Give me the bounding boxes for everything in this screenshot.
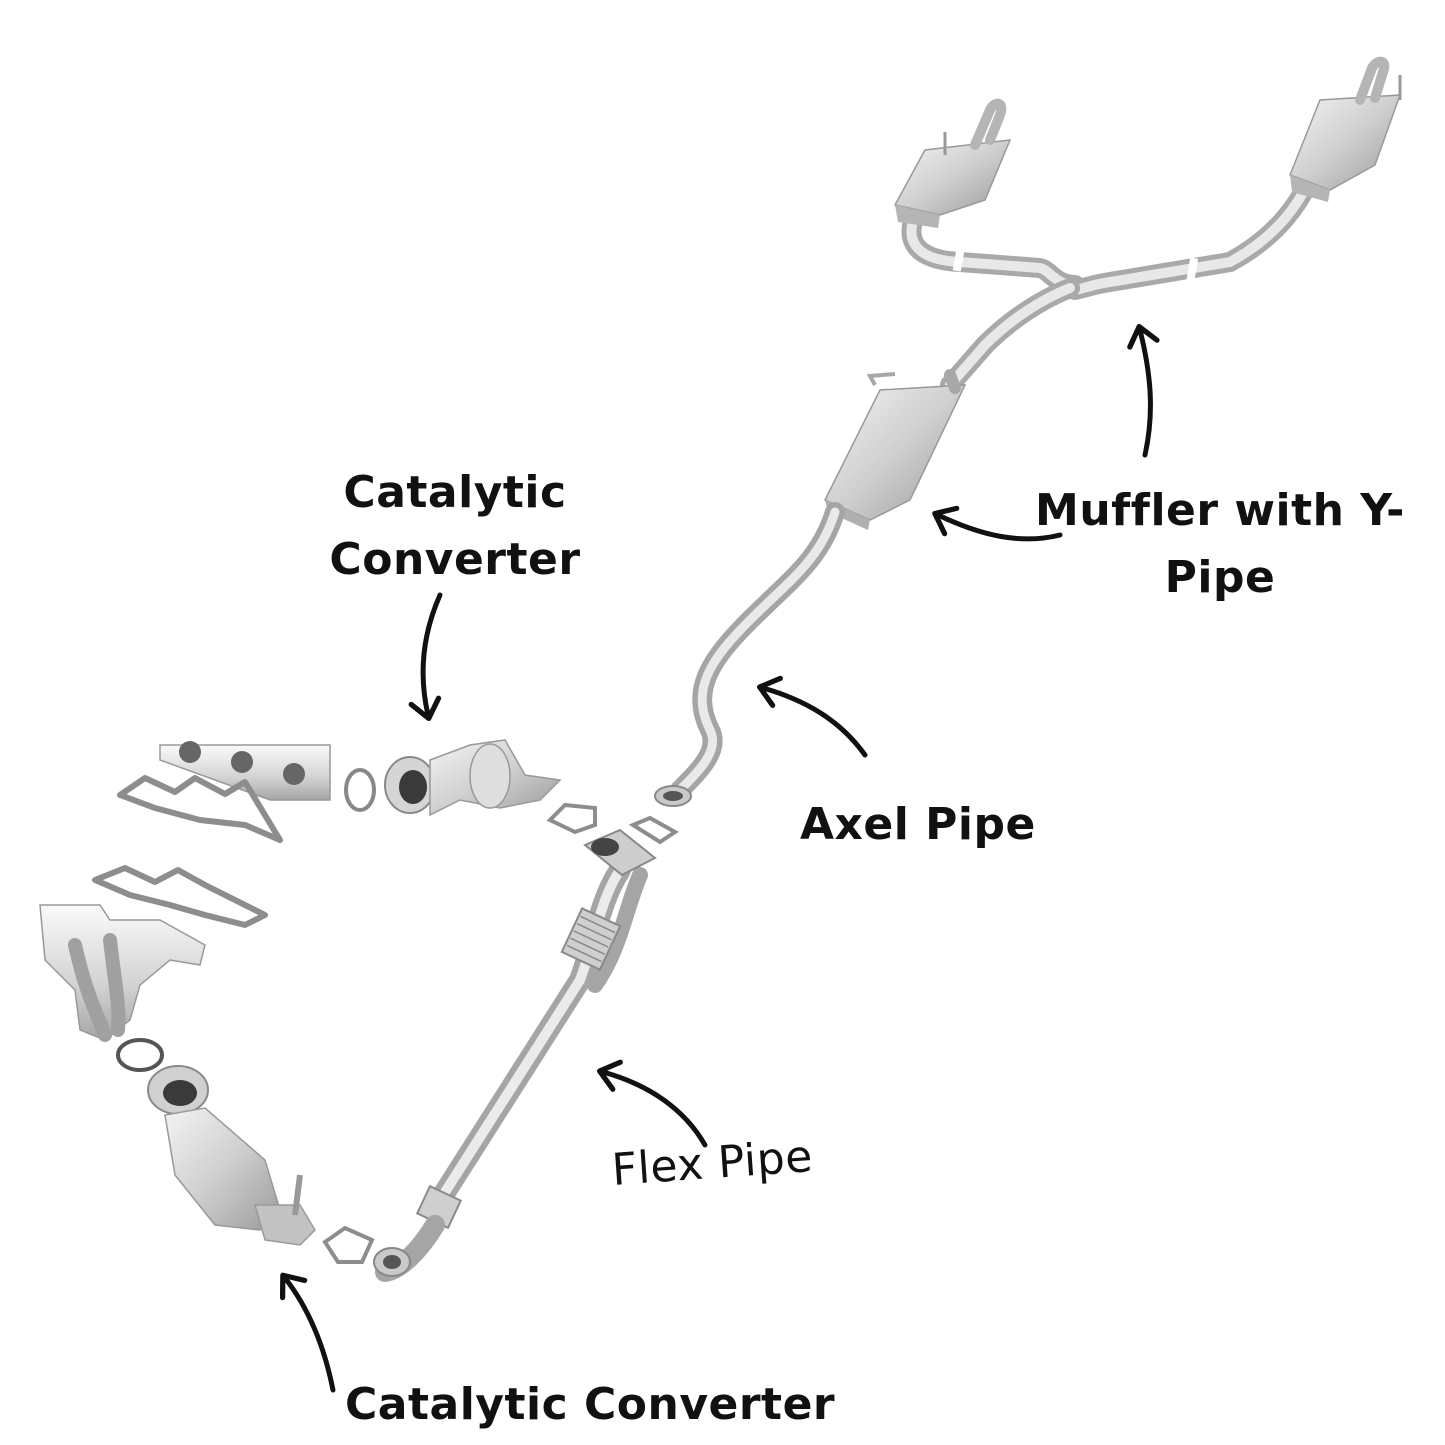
muffler-y-pipe-part xyxy=(893,56,1402,395)
label-muffler-line1: Muffler with Y- xyxy=(1035,485,1405,536)
arrow-axel xyxy=(757,675,868,758)
label-catalytic-converter-top: Catalytic Converter xyxy=(300,460,610,594)
catalytic-converter-top-part xyxy=(384,739,562,817)
arrow-catalytic-bottom xyxy=(279,1272,336,1393)
label-catalytic-converter-top-line2: Converter xyxy=(329,533,581,585)
label-catalytic-converter-bottom: Catalytic Converter xyxy=(345,1379,836,1430)
label-muffler-line2: Pipe xyxy=(1164,551,1276,603)
pointer-arrows xyxy=(279,323,1160,1393)
label-axel-pipe: Axel Pipe xyxy=(800,799,1036,850)
center-muffler-part xyxy=(823,369,967,530)
arrow-muffler xyxy=(932,505,1063,542)
axel-pipe-part xyxy=(654,502,845,807)
label-catalytic-converter-top-line1: Catalytic xyxy=(343,467,567,518)
arrow-y-pipe xyxy=(1127,323,1160,458)
rear-manifold-part xyxy=(39,865,375,1264)
catalytic-converter-bottom-part xyxy=(147,1065,316,1246)
arrow-flex xyxy=(597,1059,708,1148)
arrow-catalytic-top xyxy=(408,592,443,722)
flex-pipe-part xyxy=(373,828,657,1282)
front-manifold-part xyxy=(117,739,679,845)
label-muffler-with-y-pipe: Muffler with Y- Pipe xyxy=(1010,478,1430,612)
